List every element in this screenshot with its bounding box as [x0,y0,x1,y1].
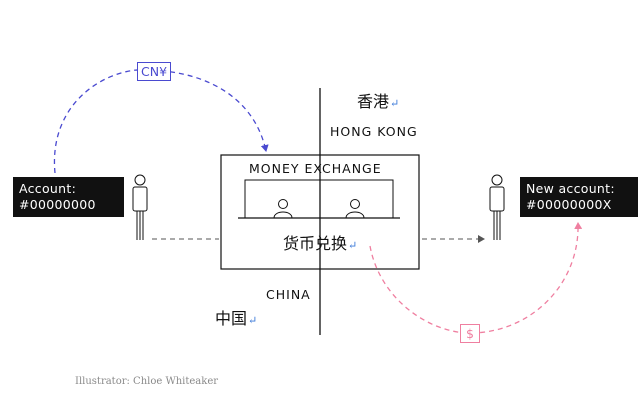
exchange-cn-text: 货币兑换 [283,234,348,253]
illustrator-credit: Illustrator: Chloe Whiteaker [75,376,219,387]
china-cn-text: 中国 [215,309,248,328]
person-left-icon [132,174,148,240]
account-right-box: New account: #00000000X [520,177,638,217]
account-right-line1: New account: [526,181,615,196]
return-mark-icon: ↵ [390,97,400,110]
hongkong-cn-label: 香港↵ [357,88,399,112]
hongkong-en-label: HONG KONG [330,124,418,139]
account-left-box: Account: #00000000 [13,177,124,217]
china-cn-label: 中国↵ [215,305,257,329]
clerk-right-icon [345,199,365,219]
account-right-line2: #00000000X [526,197,612,212]
account-left-line2: #00000000 [19,197,96,212]
cny-tag-label: CN¥ [141,64,168,79]
exchange-window [244,179,394,219]
clerk-left-icon [273,199,293,219]
return-mark-icon: ↵ [348,239,358,252]
cny-tag: CN¥ [137,62,172,81]
person-right-icon [489,174,505,240]
return-mark-icon: ↵ [248,314,258,327]
cny-arc [53,69,269,174]
exchange-cn-label: 货币兑换↵ [283,230,357,254]
hongkong-cn-text: 香港 [357,92,390,111]
account-left-line1: Account: [19,181,77,196]
exchange-box [220,154,420,270]
usd-tag: $ [460,324,480,343]
usd-tag-label: $ [466,326,474,341]
usd-arc [369,222,583,334]
china-en-label: CHINA [266,287,311,302]
exchange-title: MONEY EXCHANGE [249,161,382,176]
